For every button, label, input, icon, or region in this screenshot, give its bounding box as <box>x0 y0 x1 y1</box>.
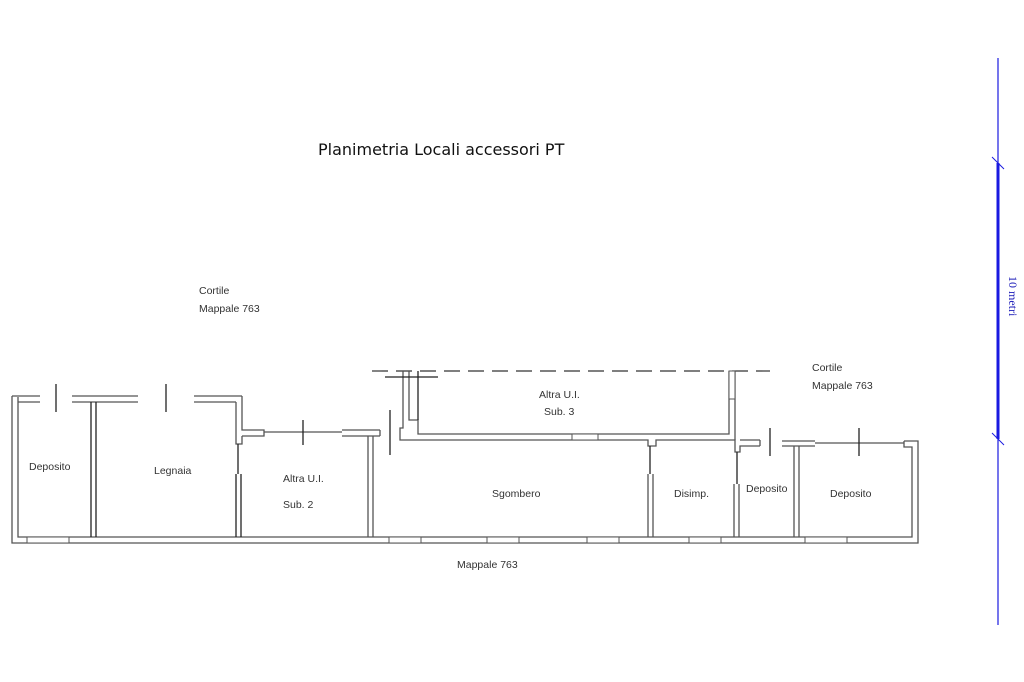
room-altra-ui-2: Altra U.I. <box>283 473 324 485</box>
room-legnaia: Legnaia <box>154 465 192 477</box>
courtyard-right-mappale: Mappale 763 <box>812 380 873 392</box>
room-sgombero: Sgombero <box>492 488 541 500</box>
room-altra-ui-3: Altra U.I. <box>539 389 580 401</box>
courtyard-left-mappale: Mappale 763 <box>199 303 260 315</box>
courtyard-left-label: Cortile <box>199 285 230 297</box>
courtyard-right-label: Cortile <box>812 362 843 374</box>
room-disimp: Disimp. <box>674 488 709 500</box>
scale-bar: 10 metri <box>991 58 1020 625</box>
room-deposito-3: Deposito <box>830 488 872 500</box>
bottom-mappale-label: Mappale 763 <box>457 559 518 571</box>
plan-title: Planimetria Locali accessori PT <box>318 140 565 159</box>
walls <box>11 371 919 544</box>
room-deposito-1: Deposito <box>29 461 71 473</box>
windows <box>26 370 848 544</box>
room-sub-3: Sub. 3 <box>544 406 575 418</box>
room-deposito-2: Deposito <box>746 483 788 495</box>
scale-bar-label: 10 metri <box>1006 276 1020 317</box>
room-sub-2: Sub. 2 <box>283 499 314 511</box>
